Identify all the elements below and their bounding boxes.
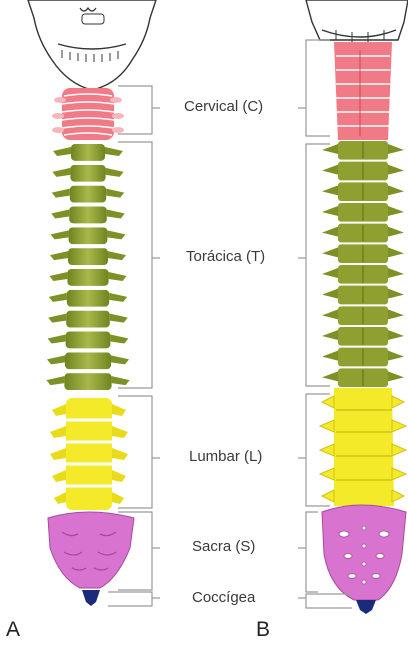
thoracic-front bbox=[46, 143, 129, 390]
thoracic-vertebra-front bbox=[51, 206, 125, 224]
lumbar-side bbox=[320, 388, 406, 506]
thoracic-vertebra-side bbox=[322, 327, 404, 346]
thoracic-vertebra-front bbox=[50, 247, 126, 265]
region-brackets bbox=[108, 40, 352, 608]
thoracic-vertebra-front bbox=[52, 185, 124, 203]
thoracic-vertebra-front bbox=[53, 143, 123, 161]
side-view bbox=[306, 0, 408, 614]
thoracic-side bbox=[322, 141, 404, 387]
sacral-label: Sacra (S) bbox=[190, 538, 257, 555]
thoracic-vertebra-side bbox=[322, 286, 404, 305]
thoracic-vertebra-side bbox=[322, 224, 404, 243]
thoracic-vertebra-side bbox=[322, 244, 404, 263]
thoracic-vertebra-front bbox=[48, 310, 128, 328]
coccyx-front bbox=[82, 590, 100, 606]
thoracic-vertebra-side bbox=[322, 306, 404, 325]
thoracic-vertebra-front bbox=[49, 268, 126, 286]
thoracic-vertebra-side bbox=[322, 368, 404, 387]
cervical-side bbox=[334, 42, 392, 140]
thoracic-vertebra-side bbox=[322, 162, 404, 181]
thoracic-vertebra-side bbox=[322, 348, 404, 367]
front-view bbox=[28, 0, 156, 606]
coccygeal-label: Coccígea bbox=[190, 589, 257, 606]
skull-front bbox=[28, 0, 156, 90]
panel-letter-front: A bbox=[6, 618, 20, 642]
lumbar-front bbox=[50, 398, 128, 510]
cervical-label: Cervical (C) bbox=[182, 98, 265, 115]
thoracic-vertebra-front bbox=[48, 331, 129, 349]
thoracic-label: Torácica (T) bbox=[184, 248, 267, 265]
sacrum-side bbox=[322, 505, 406, 600]
thoracic-vertebra-front bbox=[51, 226, 126, 244]
coccyx-side bbox=[356, 600, 376, 614]
thoracic-vertebra-side bbox=[322, 203, 404, 222]
cervical-front bbox=[52, 88, 124, 140]
thoracic-vertebra-front bbox=[49, 289, 127, 307]
thoracic-vertebra-front bbox=[46, 372, 129, 390]
thoracic-vertebra-side bbox=[322, 141, 404, 160]
sacrum-front bbox=[48, 512, 134, 588]
thoracic-vertebra-side bbox=[322, 265, 404, 284]
panel-letter-side: B bbox=[256, 618, 270, 642]
skull-side bbox=[306, 0, 408, 42]
thoracic-vertebra-front bbox=[47, 351, 129, 369]
thoracic-vertebra-front bbox=[52, 164, 123, 182]
lumbar-label: Lumbar (L) bbox=[187, 448, 264, 465]
thoracic-vertebra-side bbox=[322, 182, 404, 201]
